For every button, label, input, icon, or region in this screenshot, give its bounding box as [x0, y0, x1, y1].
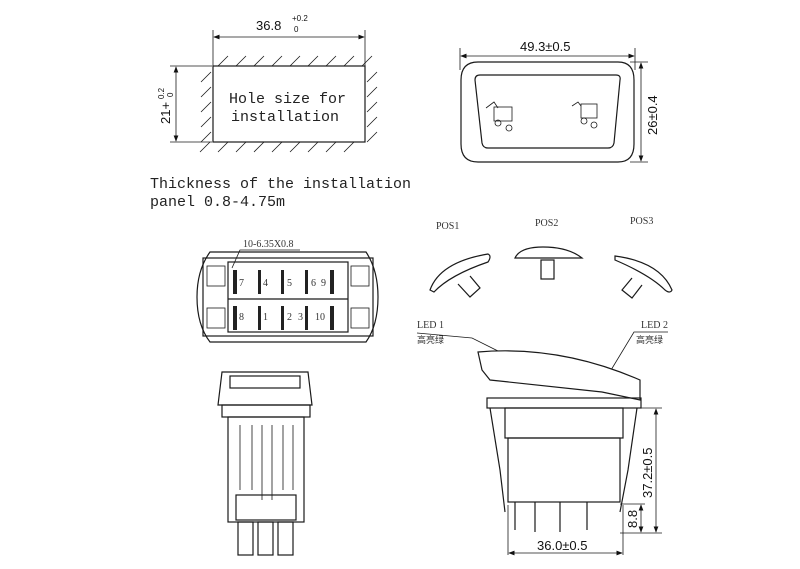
pin-label: 5	[287, 278, 292, 289]
front-view: 49.3±0.5 26±0.4	[459, 39, 660, 163]
pin-label: 4	[263, 278, 268, 289]
hatching	[199, 55, 378, 153]
pin-label: 3	[298, 312, 303, 323]
rocker-face	[474, 74, 621, 149]
led2-label: LED 2	[641, 320, 668, 331]
vehicle-icon-right	[571, 101, 598, 129]
pos2-label: POS2	[535, 218, 558, 229]
pos3-label: POS3	[630, 216, 653, 227]
pin-length-dim: 8.8	[625, 510, 640, 528]
side-view: LED 1 高亮绿 LED 2 高亮绿 36.0±0.5 37.2±0.5 8.…	[416, 320, 668, 556]
hole-height-tol-lower: 0	[166, 92, 175, 97]
hole-label-line1: Hole size for	[229, 91, 346, 108]
hole-height-dim: 21+	[158, 102, 173, 124]
thickness-note-line2: panel 0.8-4.75m	[150, 194, 285, 211]
terminal-view: 10-6.35X0.8 7 4 5 6 9 8 1 2 3 10	[196, 239, 379, 343]
pin-label: 7	[239, 278, 244, 289]
led2-color-label: 高亮绿	[636, 334, 663, 346]
front-width-dim: 49.3±0.5	[520, 39, 571, 54]
end-side-view	[217, 371, 313, 556]
hole-width-tol-upper: +0.2	[292, 14, 308, 23]
pos1-label: POS1	[436, 221, 459, 232]
pin-label: 6	[311, 278, 316, 289]
led1-color-label: 高亮绿	[417, 334, 444, 346]
side-height-dim: 37.2±0.5	[640, 447, 655, 498]
hole-label-line2: installation	[231, 109, 339, 126]
pin-label: 10	[315, 312, 325, 323]
hole-outline	[212, 65, 366, 143]
thickness-note-line1: Thickness of the installation	[150, 176, 411, 193]
rocker-positions: POS1 POS2 POS3	[429, 216, 673, 299]
hole-width-dim: 36.8	[256, 18, 281, 33]
pin-label: 9	[321, 278, 326, 289]
pin-label: 2	[287, 312, 292, 323]
terminal-spec-label: 10-6.35X0.8	[243, 239, 294, 250]
led1-label: LED 1	[417, 320, 444, 331]
front-height-dim: 26±0.4	[645, 95, 660, 135]
vehicle-icon-left	[485, 101, 513, 132]
hole-height-tol-upper: 0.2	[157, 87, 166, 99]
pin-label: 8	[239, 312, 244, 323]
side-width-dim: 36.0±0.5	[537, 538, 588, 553]
switch-bezel-outline	[460, 61, 635, 163]
pin-label: 1	[263, 312, 268, 323]
hole-size-view: 36.8 +0.2 0 21+ 0.2 0 Hole size for inst…	[157, 14, 378, 153]
hole-width-tol-lower: 0	[294, 25, 299, 34]
